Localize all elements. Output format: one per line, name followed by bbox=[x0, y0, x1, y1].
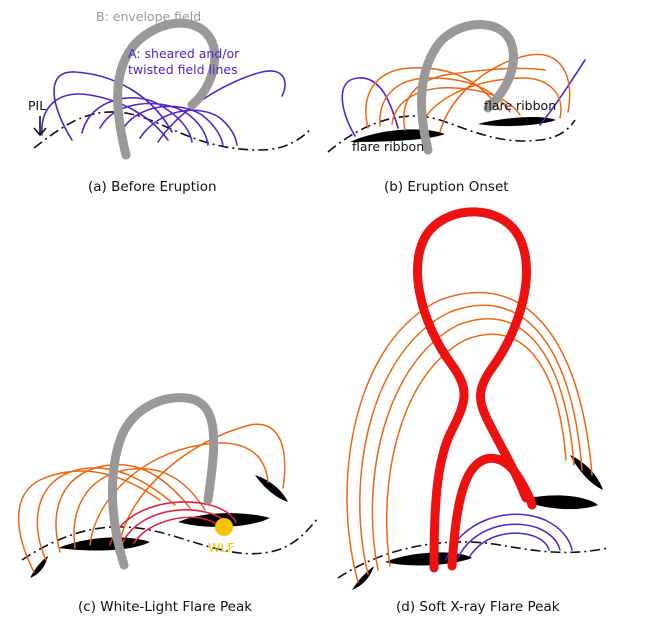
panel-c-caption: (c) White-Light Flare Peak bbox=[78, 599, 252, 615]
wlf-marker-icon bbox=[215, 518, 233, 536]
flux-rope-left-leg bbox=[413, 207, 531, 573]
wlf-label: WLF bbox=[208, 540, 235, 555]
ribbon-left-label: flare ribbon bbox=[352, 139, 424, 154]
ribbon-right bbox=[478, 117, 556, 127]
panel-d-pil bbox=[337, 541, 609, 579]
sheared-line-7 bbox=[157, 70, 286, 143]
sheared-line-5 bbox=[121, 105, 224, 147]
envelope-field-label: B: envelope field bbox=[96, 9, 201, 24]
panel-a-envelope-field bbox=[113, 18, 220, 160]
d-ribbon-left-a bbox=[385, 552, 472, 566]
sheared-line-2 bbox=[41, 93, 169, 141]
b-sheared-line-1 bbox=[341, 77, 399, 137]
panel-a: B: envelope field A: sheared and/or twis… bbox=[28, 9, 313, 195]
panel-c-ribbons bbox=[30, 475, 288, 578]
panel-d: (d) Soft X-ray Flare Peak bbox=[337, 207, 609, 615]
panel-d-caption: (d) Soft X-ray Flare Peak bbox=[396, 599, 560, 615]
sheared-label-line-1: A: sheared and/or bbox=[128, 46, 240, 61]
panel-a-caption: (a) Before Eruption bbox=[88, 179, 217, 195]
panel-b-sheared-lines bbox=[341, 59, 586, 137]
panel-c: WLF (c) White-Light Flare Peak bbox=[17, 393, 319, 615]
pil-arrow-icon bbox=[33, 116, 47, 137]
d-ribbon-right-b bbox=[570, 455, 603, 490]
sheared-line-1 bbox=[53, 71, 173, 141]
panel-c-envelope-field bbox=[108, 393, 219, 570]
panel-b-envelope-field bbox=[417, 20, 518, 155]
flux-rope-inner bbox=[485, 420, 531, 503]
panel-b-caption: (b) Eruption Onset bbox=[384, 179, 509, 195]
c-ribbon-left-a bbox=[58, 537, 150, 551]
panel-c-pil bbox=[21, 517, 319, 561]
panel-d-sheared-lines bbox=[445, 513, 573, 561]
ribbon-right-label: flare ribbon bbox=[484, 98, 556, 113]
panel-b-reconnected-lines bbox=[365, 53, 571, 133]
panel-b: flare ribbon flare ribbon (b) Eruption O… bbox=[327, 20, 586, 195]
d-ribbon-right-a bbox=[522, 495, 598, 510]
panel-c-reconnected-lines bbox=[17, 423, 286, 573]
b-sheared-line-2 bbox=[539, 59, 586, 126]
sheared-label-line-2: twisted field lines bbox=[128, 62, 238, 77]
panel-d-reconnected-lines bbox=[346, 291, 593, 583]
sheared-line-6 bbox=[139, 109, 238, 146]
panel-b-pil bbox=[327, 115, 576, 153]
c-ribbon-right-b bbox=[255, 475, 288, 502]
panel-d-flux-rope bbox=[413, 207, 537, 573]
pil-label: PIL bbox=[28, 98, 46, 113]
panel-a-sheared-lines bbox=[41, 70, 286, 147]
d-ribbon-left-b bbox=[352, 566, 374, 590]
panel-a-pil bbox=[33, 111, 313, 151]
